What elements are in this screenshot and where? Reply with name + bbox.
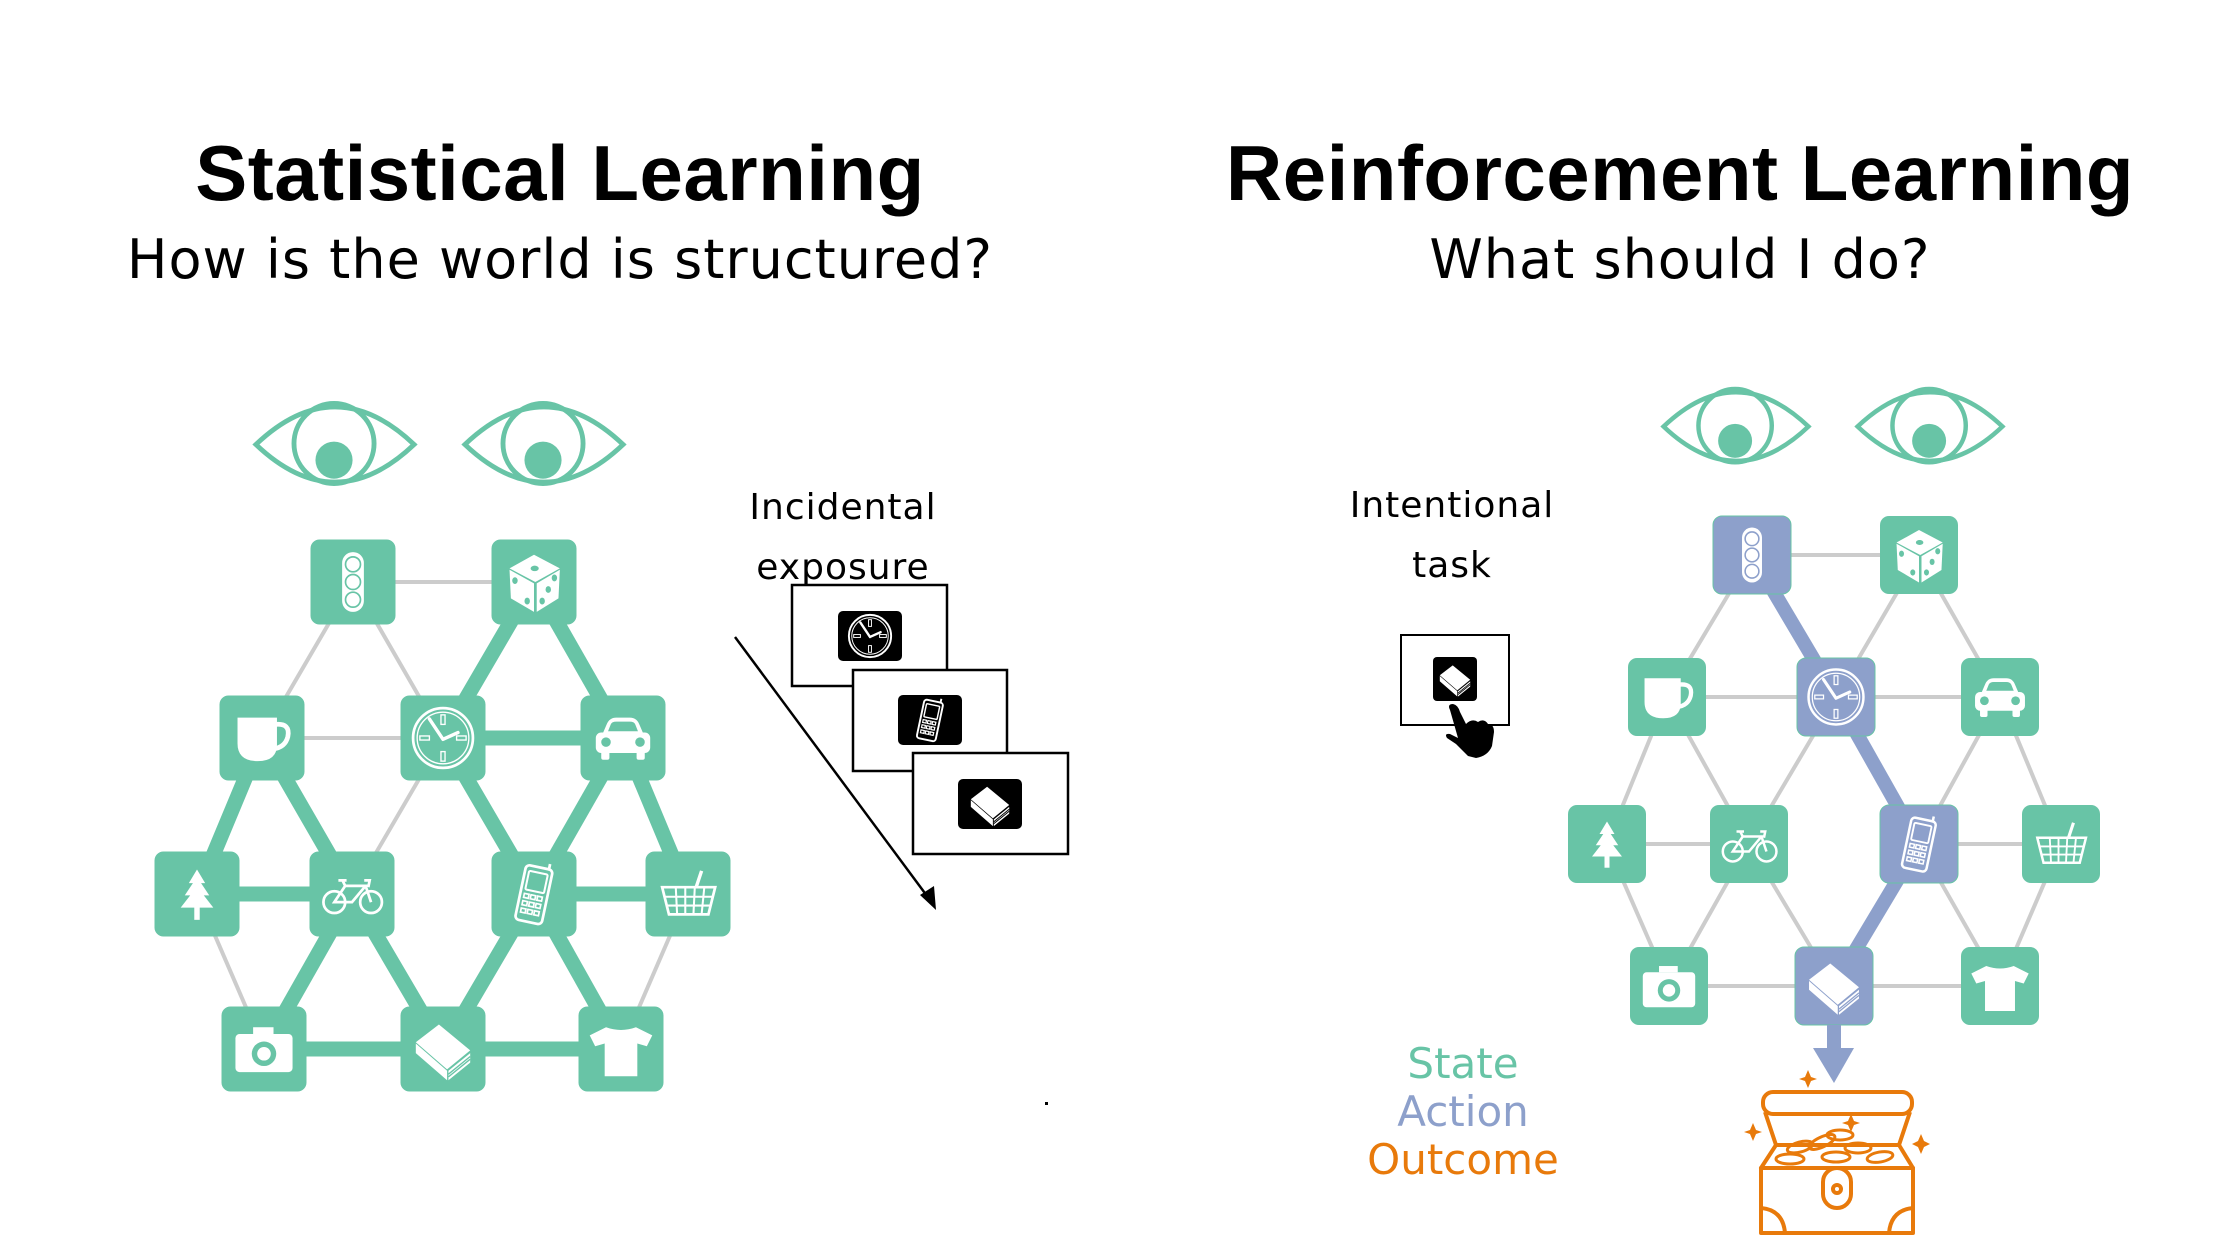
- stray-dot: [1045, 1102, 1048, 1105]
- eye-icon: [1664, 389, 1809, 462]
- legend-outcome: Outcome: [1367, 1135, 1559, 1184]
- node-cup: [219, 695, 305, 781]
- legend: State Action Outcome: [1367, 1040, 1559, 1184]
- node-camera: [221, 1006, 307, 1092]
- right-eyes: [1664, 389, 2003, 462]
- node-tree: [154, 851, 240, 937]
- statistical-learning-subtitle: How is the world is structured?: [126, 228, 994, 291]
- traffic-light-icon: [1741, 526, 1763, 584]
- right-graph-edges: [1605, 551, 2063, 990]
- left-graph-edges: [190, 578, 695, 1057]
- node-tile: [1879, 804, 1959, 884]
- task-frame: [1400, 634, 1510, 758]
- legend-state: State: [1407, 1039, 1519, 1088]
- intentional-task-caption: Intentional task: [1350, 476, 1555, 596]
- stimulus-frame-3: [911, 751, 1070, 856]
- time-arrow-line: [733, 636, 932, 901]
- traffic-light-icon: [341, 551, 365, 613]
- node-tile: [491, 851, 577, 937]
- legend-action: Action: [1397, 1087, 1529, 1136]
- sparkle-icon: [1799, 1070, 1817, 1088]
- right-graph-nodes: [1568, 515, 2100, 1026]
- node-basket: [645, 851, 731, 937]
- caption-line-2: task: [1412, 545, 1492, 586]
- node-tile: [309, 851, 395, 937]
- sparkle-icon: [1912, 1134, 1930, 1154]
- node-traffic: [310, 539, 396, 625]
- node-tile: [1880, 516, 1958, 594]
- reinforcement-learning-subtitle: What should I do?: [1429, 228, 1931, 291]
- node-cup: [1628, 658, 1706, 736]
- node-basket: [2022, 805, 2100, 883]
- left-eyes: [256, 404, 623, 484]
- left-graph-nodes: [154, 539, 731, 1092]
- eye-icon: [465, 404, 623, 484]
- node-tile: [1710, 805, 1788, 883]
- eye-icon: [1858, 389, 2003, 462]
- time-arrow-head: [920, 886, 936, 910]
- reinforcement-learning-title: Reinforcement Learning: [1225, 129, 2135, 217]
- caption-line-2: exposure: [756, 547, 930, 588]
- node-tile: [491, 539, 577, 625]
- node-clock: [1796, 657, 1876, 737]
- node-shirt: [578, 1006, 664, 1092]
- node-phone: [491, 851, 577, 937]
- eye-icon: [256, 404, 414, 484]
- node-tree: [1568, 805, 1646, 883]
- node-traffic: [1712, 515, 1792, 595]
- incidental-exposure-caption: Incidental exposure: [749, 478, 936, 598]
- node-car: [580, 695, 666, 781]
- node-dice: [491, 539, 577, 625]
- node-book: [400, 1006, 486, 1092]
- exposure-sequence: [733, 583, 1070, 1105]
- node-bike: [309, 851, 395, 937]
- node-dice: [1880, 516, 1958, 594]
- node-clock: [400, 695, 486, 781]
- node-bike: [1710, 805, 1788, 883]
- node-book: [1794, 946, 1874, 1026]
- node-car: [1961, 658, 2039, 736]
- node-shirt: [1961, 947, 2039, 1025]
- node-phone: [1879, 804, 1959, 884]
- node-camera: [1630, 947, 1708, 1025]
- sparkle-icons: [1744, 1070, 1930, 1154]
- caption-line-1: Intentional: [1349, 485, 1555, 526]
- node-tile: [2022, 805, 2100, 883]
- sparkle-icon: [1744, 1123, 1762, 1141]
- treasure-chest-icon: [1759, 1090, 1915, 1235]
- caption-line-1: Incidental: [749, 487, 937, 528]
- node-tile: [645, 851, 731, 937]
- sparkle-icon: [1842, 1114, 1860, 1132]
- pointing-hand-icon: [1446, 704, 1494, 758]
- statistical-learning-title: Statistical Learning: [195, 129, 925, 217]
- action-to-outcome-arrow: [1813, 1025, 1854, 1083]
